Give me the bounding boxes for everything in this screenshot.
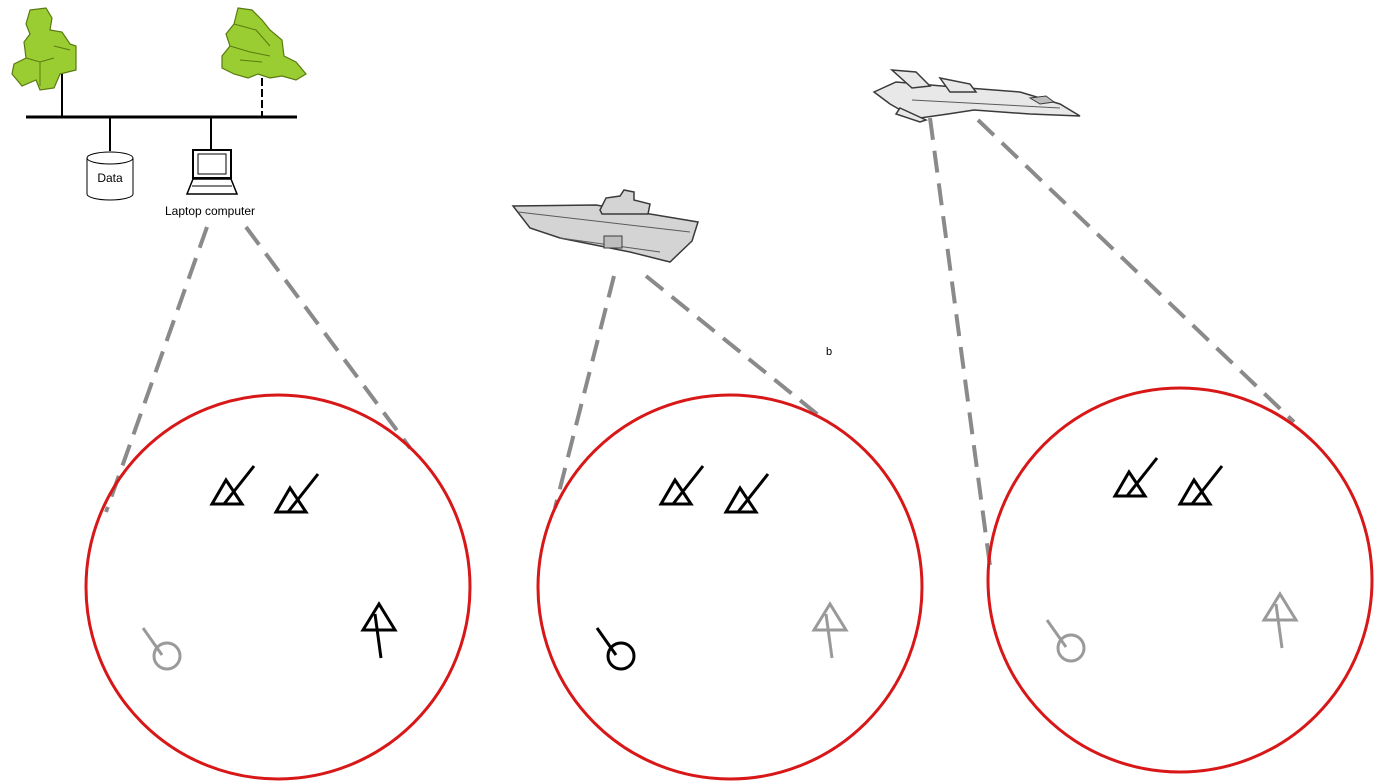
aircraft-view-line-right bbox=[976, 118, 1296, 424]
aircraft-icon bbox=[872, 69, 1081, 123]
air-track-faded-icon bbox=[1262, 592, 1298, 650]
surface-track-active-icon bbox=[595, 626, 636, 671]
coverage-circle-laptop bbox=[84, 393, 472, 781]
stray-mark: b bbox=[826, 346, 832, 358]
unknown-track-icon bbox=[210, 464, 256, 506]
unknown-track-icon bbox=[1113, 456, 1159, 498]
unknown-track-icon bbox=[659, 464, 705, 506]
aircraft-carrier-icon bbox=[511, 189, 699, 263]
aircraft-view-line-left bbox=[928, 117, 992, 567]
view-laptop bbox=[84, 393, 472, 781]
operator-workstation-left-icon bbox=[11, 7, 77, 116]
coverage-circle-ship bbox=[536, 393, 924, 781]
surface-track-faded-icon bbox=[1045, 618, 1086, 663]
surface-track-faded-icon bbox=[141, 626, 182, 671]
operator-workstation-right-icon bbox=[221, 7, 307, 116]
ship-view-line-left bbox=[553, 275, 616, 509]
view-aircraft bbox=[986, 386, 1374, 774]
unknown-track-icon bbox=[724, 472, 770, 514]
sensor-lines bbox=[104, 117, 1296, 567]
unknown-track-icon bbox=[1178, 464, 1224, 506]
view-ship bbox=[536, 393, 924, 781]
laptop-computer-label: Laptop computer bbox=[165, 204, 255, 218]
network-group: Data Laptop computer bbox=[11, 7, 307, 218]
data-label: Data bbox=[97, 171, 123, 185]
air-track-faded-icon bbox=[812, 602, 848, 660]
unknown-track-icon bbox=[274, 472, 320, 514]
ship-view-line-right bbox=[644, 274, 824, 420]
laptop-view-line-left bbox=[104, 226, 209, 513]
data-storage-icon: Data bbox=[86, 151, 134, 201]
air-track-active-icon bbox=[361, 602, 397, 660]
laptop-view-line-right bbox=[244, 225, 412, 450]
laptop-computer-icon: Laptop computer bbox=[165, 149, 255, 218]
coverage-circle-aircraft bbox=[986, 386, 1374, 774]
